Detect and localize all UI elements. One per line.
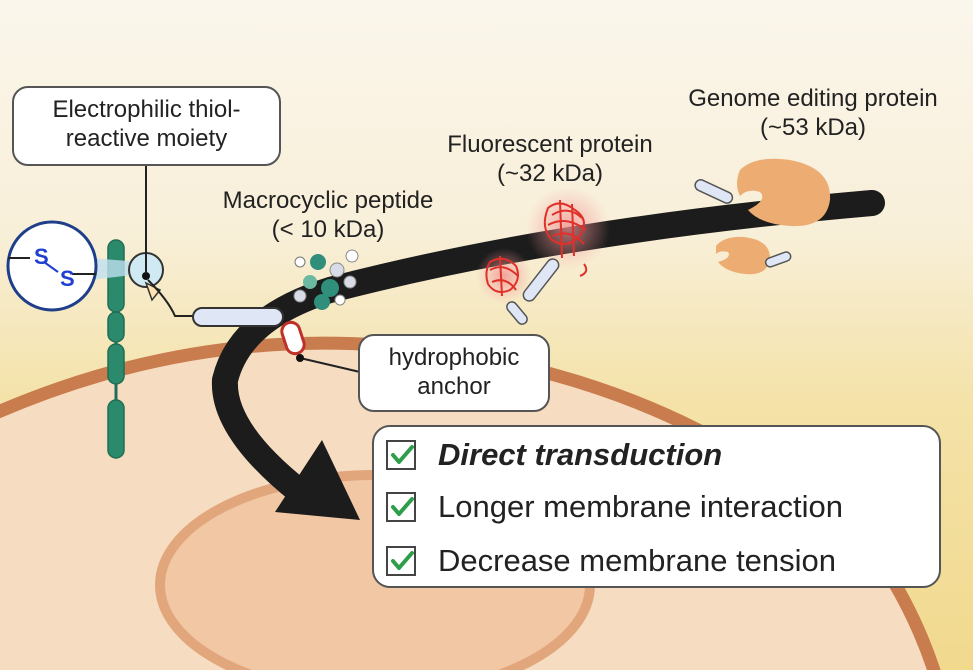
hydrophobic-anchor-icon [280,320,361,373]
genome-editing-protein-small-icon [716,236,792,275]
membrane-receptor [107,239,125,459]
thiol-reactive-moiety-icon [128,163,195,317]
checklist-item-text: Decrease membrane tension [438,543,837,578]
disulfide-s2: S [60,266,75,291]
genome-editing-protein-label: Genome editing protein (~53 kDa) [655,84,971,142]
checklist-item: Direct transduction [386,435,722,475]
checkbox-checked-icon [386,546,416,576]
checklist-item-text: Longer membrane interaction [438,489,843,524]
disulfide-s1: S [34,244,49,269]
macrocyclic-peptide-icon [293,249,359,310]
checklist-item: Decrease membrane tension [386,541,836,581]
cell-membrane [0,336,941,670]
fluorescent-label-line2: (~32 kDa) [496,160,604,187]
electrophilic-label-line1: Electrophilic thiol- [52,96,241,123]
checkbox-checked-icon [386,492,416,522]
disulfide-zoom [6,220,140,312]
checkbox-checked-icon [386,440,416,470]
checklist-item: Longer membrane interaction [386,487,843,527]
benefits-checklist: Direct transduction Longer membrane inte… [372,425,941,588]
hydrophobic-label-line1: hydrophobic [388,344,520,371]
genome-editing-protein-large-icon [694,158,831,227]
macrocyclic-label-line2: (< 10 kDa) [271,216,385,243]
fluorescent-protein-label: Fluorescent protein (~32 kDa) [415,130,685,188]
electrophilic-thiol-label-box: Electrophilic thiol- reactive moiety [12,86,281,166]
hydrophobic-label-line2: anchor [417,373,491,400]
electrophilic-label-line2: reactive moiety [65,125,228,152]
macrocyclic-label-line1: Macrocyclic peptide [222,187,434,214]
genome-label-line2: (~53 kDa) [759,114,867,141]
fluorescent-protein-small-icon [476,248,532,325]
checklist-item-text: Direct transduction [438,437,723,472]
carrier-rod [192,307,284,327]
genome-label-line1: Genome editing protein [688,85,938,112]
fluorescent-protein-large-icon [522,186,610,302]
fluorescent-label-line1: Fluorescent protein [447,131,653,158]
macrocyclic-peptide-label: Macrocyclic peptide (< 10 kDa) [190,186,466,244]
hydrophobic-anchor-label-box: hydrophobic anchor [358,334,550,412]
